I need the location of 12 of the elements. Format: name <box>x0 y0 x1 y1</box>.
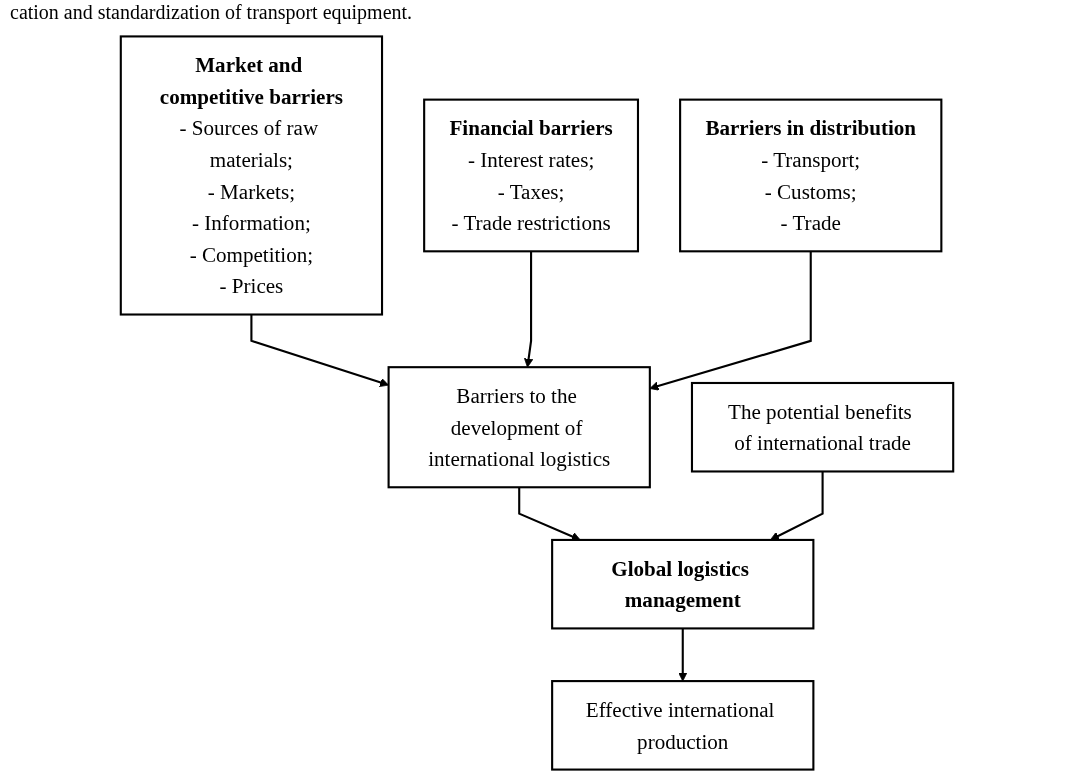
node-box: Effective international production <box>551 680 815 771</box>
node-box: Barriers in distribution - Transport; - Customs; - Trade <box>679 98 943 253</box>
node-box: Barriers to the development of international logistics <box>387 366 651 489</box>
node-box: Market and competitive barriers - Sources of raw materials; - Markets; - Information; - Competition; - Prices <box>119 35 384 316</box>
arrow <box>678 628 688 682</box>
arrow <box>250 314 389 387</box>
node-box: Financial barriers - Interest rates; - Taxes; - Trade restrictions <box>423 98 640 253</box>
arrow <box>524 251 534 368</box>
node-box: The potential benefits of international trade <box>690 381 955 473</box>
arrow <box>649 251 812 391</box>
note-text: cation and standardization of transport equipment. <box>10 0 413 24</box>
node-box: Global logistics management <box>551 538 815 630</box>
